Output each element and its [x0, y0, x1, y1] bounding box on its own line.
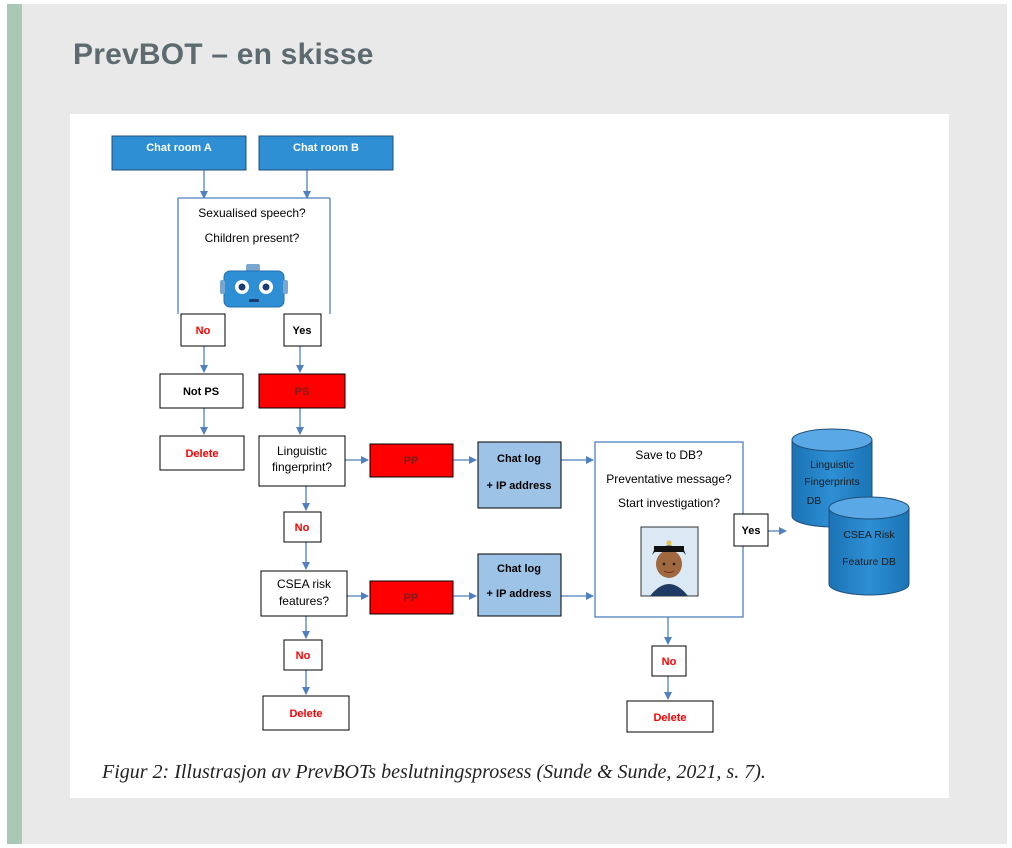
no-label-1: No	[196, 325, 211, 337]
chat-room-a-label: Chat room A	[146, 142, 212, 154]
csea-q-line1: CSEA risk	[277, 577, 332, 591]
delete-label-3: Delete	[653, 712, 686, 724]
db1-label-line3: DB	[807, 495, 822, 507]
delete-box-3: Delete	[626, 700, 714, 733]
accent-bar	[7, 4, 22, 844]
pp-box-1: PP	[369, 443, 454, 478]
ip-address-label-2: + IP address	[487, 588, 552, 600]
db2-label-line2: Feature DB	[842, 556, 896, 568]
no-box-3: No	[283, 639, 323, 671]
ip-address-label-1: + IP address	[487, 480, 552, 492]
chat-log-label-1: Chat log	[497, 453, 541, 465]
linguistic-q-line2: fingerprint?	[272, 460, 332, 474]
no-box-2: No	[283, 511, 322, 543]
chat-room-b-box: Chat room B	[258, 135, 394, 171]
connector-lines	[177, 170, 787, 700]
no-label-2: No	[295, 522, 310, 534]
children-question: Children present?	[205, 231, 300, 245]
delete-label-1: Delete	[185, 448, 218, 460]
investigation-question: Start investigation?	[618, 496, 720, 510]
csea-q-line2: features?	[279, 594, 329, 608]
ps-label: PS	[295, 386, 310, 398]
delete-box-2: Delete	[262, 695, 350, 731]
delete-label-2: Delete	[289, 708, 322, 720]
db2-label-line1: CSEA Risk	[843, 529, 895, 541]
no-label-3: No	[296, 650, 311, 662]
no-box-4: No	[651, 645, 687, 677]
pp-label-1: PP	[404, 455, 419, 467]
linguistic-question-box: Linguistic fingerprint?	[258, 435, 346, 487]
no-label-4: No	[662, 656, 677, 668]
save-db-question: Save to DB?	[635, 448, 703, 462]
slide-title: PrevBOT – en skisse	[73, 38, 374, 71]
linguistic-q-line1: Linguistic	[277, 444, 327, 458]
robot-icon	[220, 264, 288, 308]
chat-log-box-1: Chat log + IP address	[477, 441, 562, 509]
db1-label-line1: Linguistic	[810, 459, 854, 471]
preventative-question: Preventative message?	[606, 472, 732, 486]
figure-caption: Figur 2: Illustrasjon av PrevBOTs beslut…	[102, 761, 766, 783]
sexualised-question: Sexualised speech?	[198, 206, 306, 220]
yes-box-1: Yes	[283, 313, 322, 347]
yes-box-2: Yes	[733, 513, 769, 547]
not-ps-label: Not PS	[183, 386, 219, 398]
chat-room-b-label: Chat room B	[293, 142, 359, 154]
police-officer-icon	[640, 526, 699, 597]
chat-log-label-2: Chat log	[497, 563, 541, 575]
figure: Chat room A Chat room B Sexualised speec…	[70, 114, 949, 798]
not-ps-box: Not PS	[159, 373, 244, 409]
csea-risk-feature-db: CSEA Risk Feature DB	[828, 496, 910, 596]
ps-box: PS	[258, 373, 346, 409]
chat-room-a-box: Chat room A	[111, 135, 247, 171]
db1-label-line2: Fingerprints	[804, 476, 859, 488]
chat-log-box-2: Chat log + IP address	[477, 553, 562, 617]
delete-box-1: Delete	[159, 435, 245, 471]
pp-box-2: PP	[369, 580, 454, 615]
flowchart: Chat room A Chat room B Sexualised speec…	[111, 135, 910, 733]
yes-label-2: Yes	[742, 525, 761, 537]
pp-label-2: PP	[404, 592, 419, 604]
csea-question-box: CSEA risk features?	[260, 570, 348, 617]
no-box-1: No	[180, 313, 226, 347]
yes-label-1: Yes	[293, 325, 312, 337]
